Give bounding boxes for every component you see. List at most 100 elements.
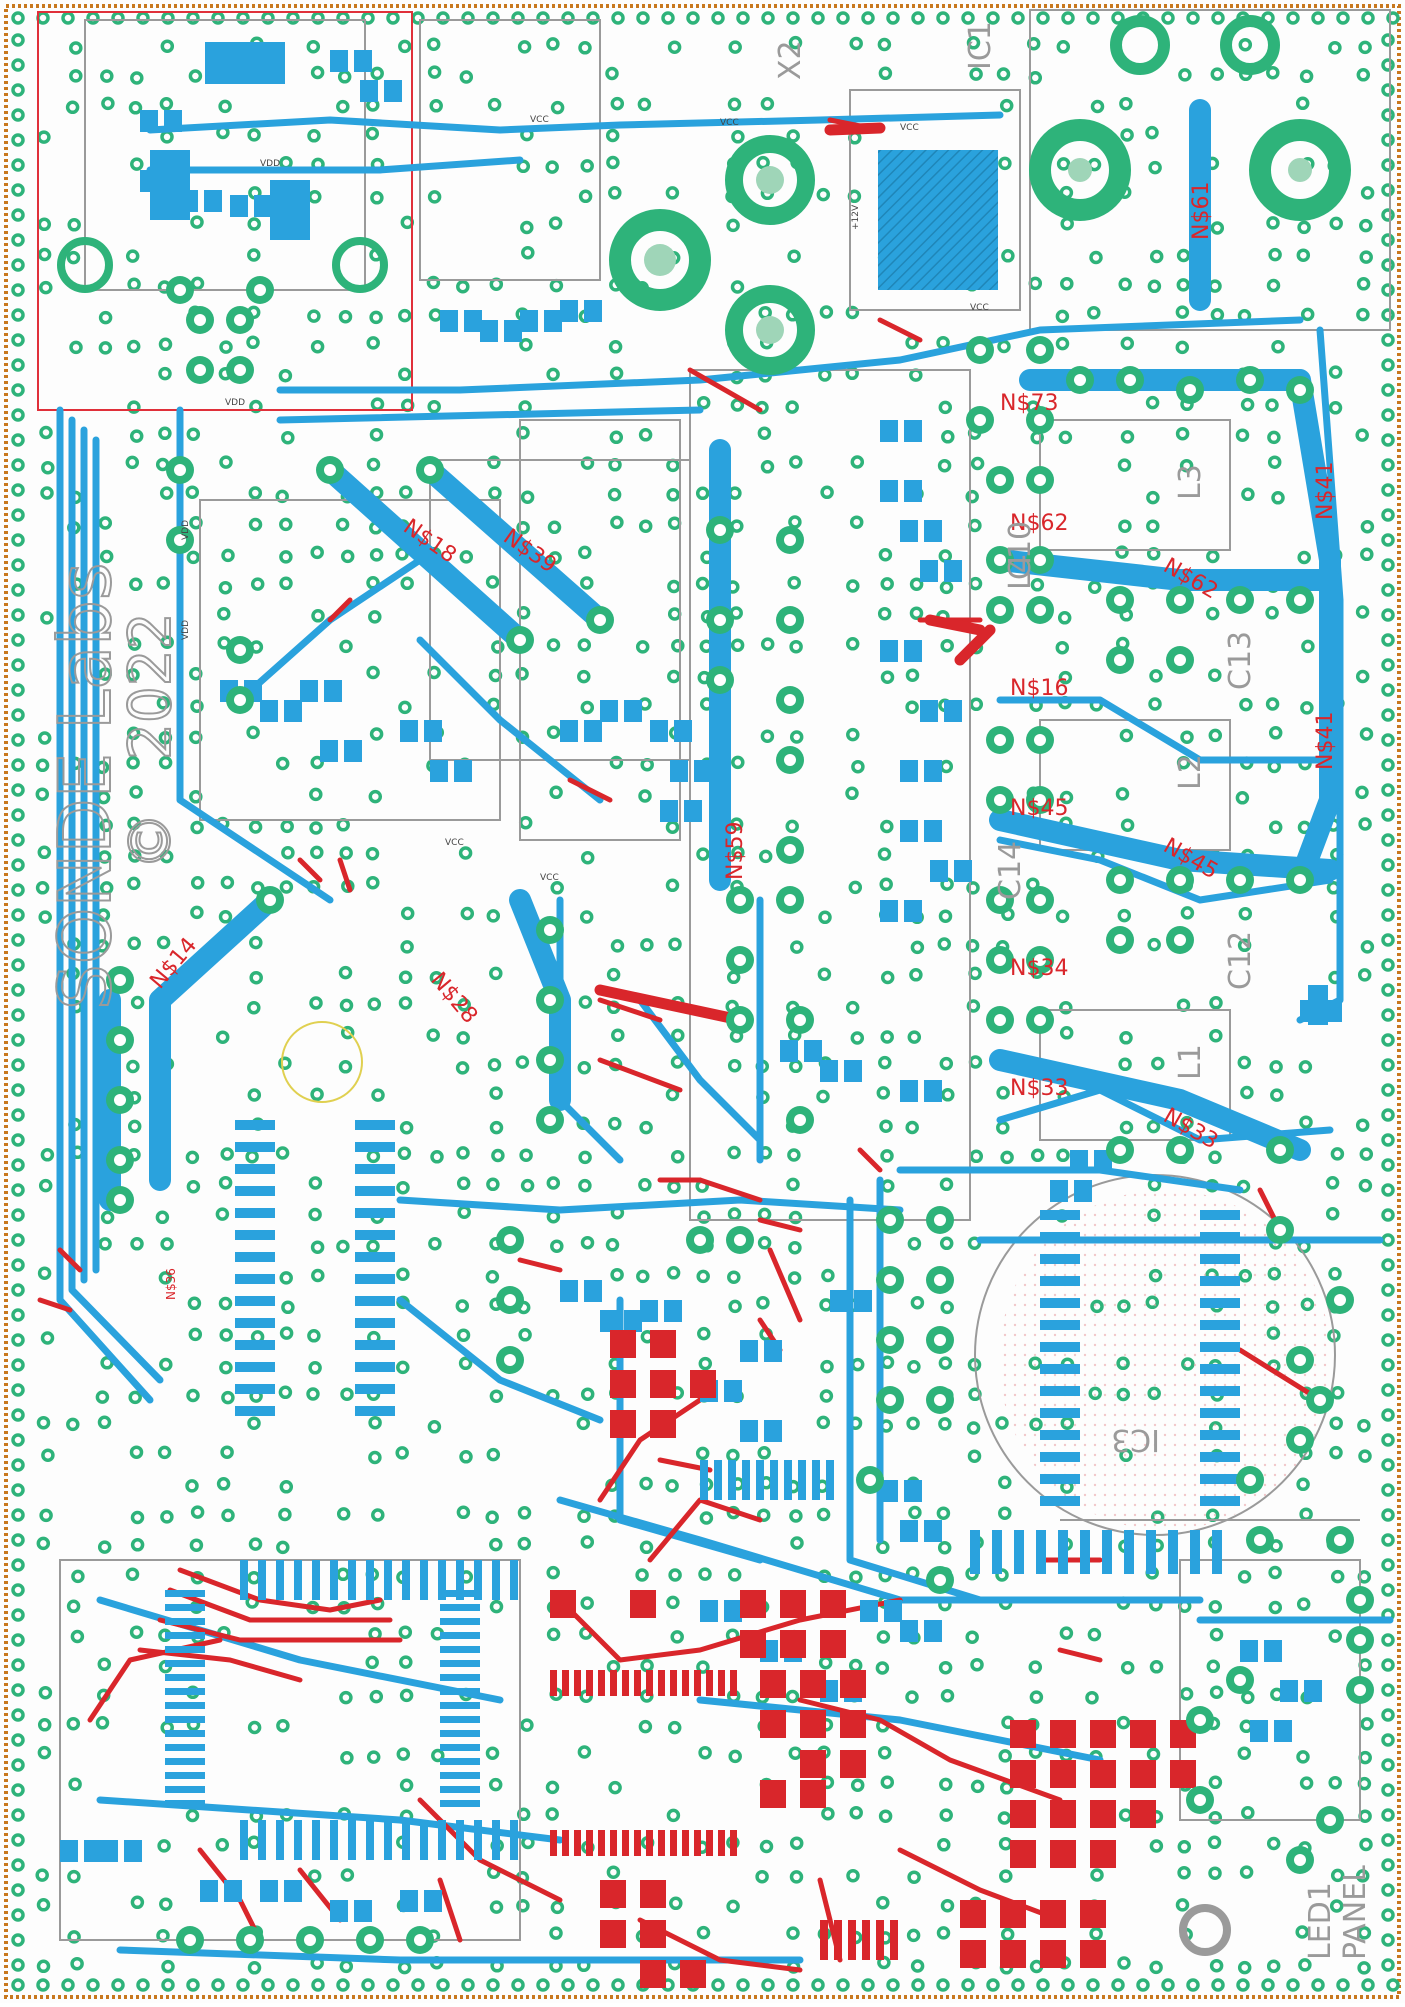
via: [1265, 398, 1279, 412]
smd-pad: [1040, 1210, 1080, 1220]
smd-pad: [840, 1750, 866, 1778]
via: [1325, 1176, 1340, 1190]
via: [218, 99, 232, 114]
smd-pad: [200, 1880, 218, 1902]
via: [157, 1445, 172, 1460]
via: [459, 70, 474, 84]
via: [518, 1328, 532, 1342]
smd-pad: [640, 1960, 666, 1988]
via: [11, 983, 25, 997]
drill-hole: [174, 284, 186, 296]
via: [37, 247, 52, 262]
via: [11, 1233, 25, 1247]
via: [247, 1570, 261, 1585]
smd-pad: [944, 560, 962, 582]
smd-pad: [360, 80, 378, 102]
via: [1268, 247, 1282, 262]
smd-pad: [1000, 1940, 1026, 1968]
via: [789, 1509, 803, 1523]
via: [1329, 1445, 1343, 1460]
smd-pad: [235, 1142, 275, 1152]
via: [1329, 216, 1343, 231]
smd-pad: [960, 1900, 986, 1928]
smd-pad: [1240, 1640, 1258, 1662]
via: [1381, 1783, 1395, 1797]
via: [605, 66, 619, 81]
via: [190, 1505, 205, 1519]
via: [11, 1608, 25, 1622]
via: [1175, 1898, 1190, 1912]
via: [11, 633, 25, 647]
via: [761, 1978, 775, 1992]
via: [261, 11, 275, 25]
via: [158, 730, 173, 745]
via: [158, 366, 172, 381]
via: [611, 1028, 625, 1042]
smd-pad: [1040, 1900, 1066, 1928]
via: [849, 36, 863, 51]
via: [939, 1236, 954, 1251]
smd-pad: [664, 1300, 682, 1322]
via: [1149, 669, 1163, 683]
via: [1208, 728, 1223, 743]
via: [368, 1627, 382, 1641]
via: [1381, 433, 1395, 447]
via: [340, 1868, 355, 1882]
via: [261, 1978, 275, 1992]
via: [211, 11, 225, 25]
via: [37, 845, 52, 860]
via: [1235, 428, 1250, 442]
drill-hole: [1174, 934, 1186, 946]
via: [1355, 785, 1369, 800]
via: [368, 1415, 382, 1430]
via: [185, 1150, 200, 1165]
via: [909, 577, 924, 591]
via: [1381, 1358, 1395, 1372]
via: [1381, 683, 1395, 697]
smd-pad: [960, 1940, 986, 1968]
via: [938, 1660, 953, 1675]
via: [11, 183, 25, 197]
via: [816, 1415, 831, 1430]
via: [276, 1540, 290, 1555]
via: [37, 731, 52, 745]
smd-pad: [820, 1920, 828, 1960]
drill-hole: [784, 694, 796, 706]
drill-hole: [1114, 594, 1126, 606]
via: [221, 1390, 235, 1405]
via: [41, 460, 55, 475]
via: [1299, 1115, 1313, 1129]
via: [11, 1283, 25, 1297]
smd-pad: [1040, 1342, 1080, 1352]
smd-pad: [384, 80, 402, 102]
smd-pad: [780, 1590, 806, 1618]
via: [11, 608, 25, 622]
smd-pad: [440, 1674, 480, 1681]
smd-pad: [1010, 1800, 1036, 1828]
via: [189, 1538, 204, 1552]
via: [37, 1718, 52, 1732]
via: [670, 1149, 685, 1164]
via: [911, 1978, 925, 1992]
via: [11, 883, 25, 897]
via: [399, 1655, 413, 1669]
via: [939, 1177, 954, 1192]
via: [436, 11, 450, 25]
smd-pad: [560, 720, 578, 742]
smd-pad: [854, 1290, 872, 1312]
via: [1328, 365, 1343, 379]
via: [136, 11, 150, 25]
smd-pad: [294, 1560, 302, 1600]
via: [125, 1567, 140, 1581]
smd-pad: [924, 820, 942, 842]
via: [519, 337, 533, 352]
via: [696, 395, 711, 410]
via: [97, 1540, 112, 1554]
smd-pad: [456, 1560, 464, 1600]
via: [1145, 125, 1159, 140]
drill-hole: [1034, 734, 1046, 746]
net-label: N$33: [1010, 1076, 1068, 1101]
drill-hole: [714, 524, 726, 536]
smd-pad: [622, 1670, 629, 1696]
via: [336, 1239, 350, 1254]
